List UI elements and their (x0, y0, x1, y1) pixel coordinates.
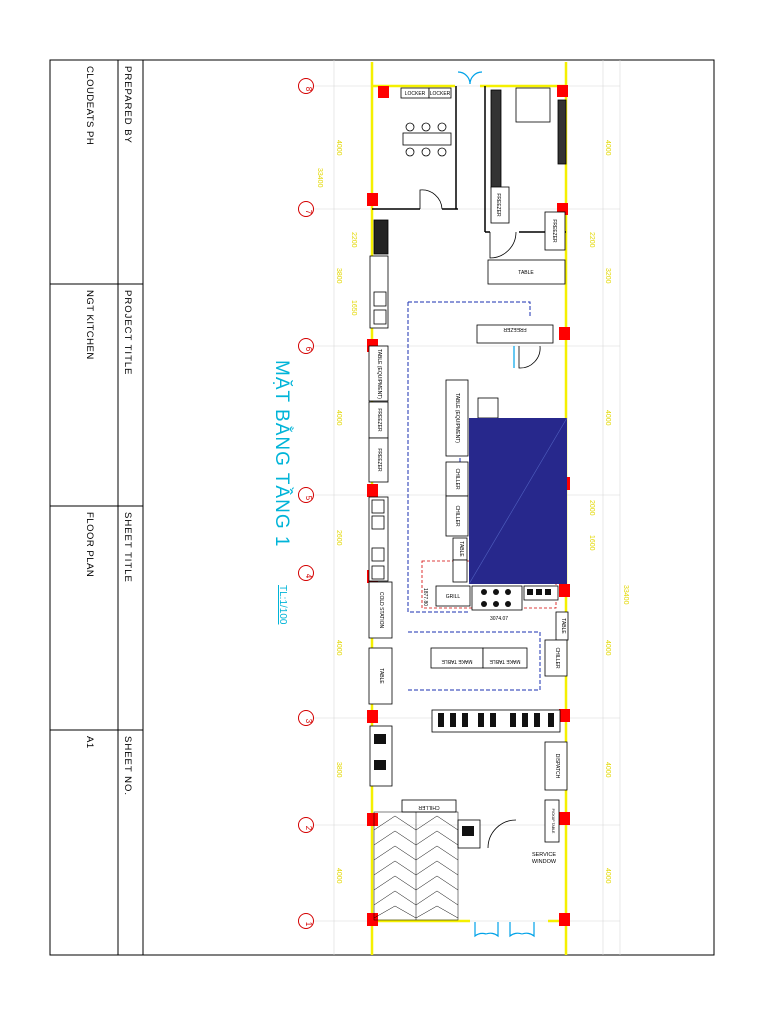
grid-label-3: 3 (304, 719, 313, 724)
label-chiller-1: CHILLER (454, 468, 460, 490)
dim-left-2: 2200 (350, 232, 357, 248)
label-freezer-right: FREEZER (551, 219, 557, 243)
make-table-2 (482, 647, 528, 669)
label-freezer-left-1: FREEZER (376, 408, 382, 432)
freezer-left-2 (368, 437, 389, 483)
dim-right-5: 2000 (588, 500, 595, 516)
locker-2 (428, 87, 452, 99)
label-table-top: TABLE (518, 270, 534, 276)
chair (405, 122, 415, 132)
basin (371, 515, 385, 530)
wall-shelf (557, 99, 567, 165)
label-table-right: TABLE (560, 618, 566, 634)
grill (435, 585, 471, 607)
note-grill-width: 3074.07 (490, 616, 508, 622)
chair (437, 122, 447, 132)
dim-left-4: 4000 (335, 410, 342, 426)
label-freezer-top: FREEZER (495, 193, 501, 217)
dim-right-total: 33400 (622, 585, 629, 605)
dim-right-4: 4000 (604, 410, 611, 426)
dim-left-8: 4000 (335, 868, 342, 884)
table-equipment-center (445, 379, 469, 457)
chair (437, 147, 447, 157)
cold-station (368, 581, 393, 639)
small-box (452, 559, 468, 583)
dim-left-3: 3800 (335, 268, 342, 284)
label-chiller-2: CHILLER (454, 505, 460, 527)
dim-left-5: 2600 (335, 530, 342, 546)
label-pickup-table: PICKUP TABLE (551, 809, 555, 834)
grid-label-1: 1 (304, 922, 313, 927)
basin (371, 499, 385, 514)
basin (373, 291, 387, 307)
door-swings (419, 189, 541, 849)
chiller-2 (445, 495, 469, 537)
dim-right-8: 4000 (604, 762, 611, 778)
label-freezer-left-2: FREEZER (376, 448, 382, 472)
dispatch (544, 741, 568, 791)
grid-label-5: 5 (304, 496, 313, 501)
label-freezer-mid: FREEZER (503, 326, 527, 332)
chair (421, 122, 431, 132)
label-make-table-2: MAKE TABLE (489, 658, 521, 664)
chair (421, 147, 431, 157)
table-equipment-left (368, 345, 389, 402)
dim-right-6: 1600 (588, 535, 595, 551)
left-dark-unit (373, 219, 389, 255)
label-table-left-bottom: TABLE (378, 668, 384, 684)
label-table-small: TABLE (458, 541, 464, 557)
dim-right-1: 4000 (604, 140, 611, 156)
grid-label-6: 6 (304, 347, 313, 352)
freezer-right (544, 211, 566, 251)
dim-right-2: 2200 (588, 232, 595, 248)
label-dispatch: DISPATCH (554, 754, 560, 779)
label-chiller-bottom: CHILLER (418, 804, 440, 810)
table-left-bottom (368, 647, 393, 705)
dim-right-7: 4000 (604, 640, 611, 656)
label-table-equipment-left: TABLE (EQUIPMENT) (376, 349, 382, 399)
grid-bubbles (298, 78, 314, 929)
table-top (487, 259, 566, 285)
title-block-frame (49, 59, 715, 956)
make-table-1 (430, 647, 484, 669)
grid-label-2: 2 (304, 826, 313, 831)
grid-label-7: 7 (304, 210, 313, 215)
freezer-top (490, 186, 510, 224)
label-locker-2: LOCKER (430, 91, 451, 97)
dim-left-6: 4000 (335, 640, 342, 656)
entrance-doors (457, 71, 535, 938)
freezer-mid (476, 324, 554, 344)
label-locker-1: LOCKER (405, 91, 426, 97)
basin (371, 547, 385, 562)
equipment-box (477, 397, 499, 419)
label-table-equipment-center: TABLE (EQUIPMENT) (454, 393, 460, 443)
basin (371, 565, 385, 580)
grid-label-4: 4 (304, 574, 313, 579)
label-make-table-1: MAKE TABLE (441, 658, 473, 664)
sink-unit (515, 87, 551, 123)
grid-label-8: 8 (304, 87, 313, 92)
dim-left-total: 33400 (316, 168, 323, 188)
label-cold-station: COLD STATION (378, 592, 384, 629)
dim-left-9: 1650 (350, 300, 357, 316)
dim-left-7: 3800 (335, 762, 342, 778)
label-service-window: SERVICE WINDOW (531, 852, 557, 865)
interior-walls (372, 86, 566, 233)
staff-table (402, 132, 452, 146)
note-grill-depth: 1877.80 (422, 588, 428, 606)
dim-right-3: 3200 (604, 268, 611, 284)
basin (373, 309, 387, 325)
label-chiller-right: CHILLER (554, 647, 560, 669)
dim-left-1: 4000 (335, 140, 342, 156)
chair (405, 147, 415, 157)
shelving-rack (490, 89, 502, 189)
label-grill: GRILL (446, 594, 461, 600)
pickup-table (544, 799, 560, 843)
staircase (373, 811, 459, 921)
dim-right-9: 4000 (604, 868, 611, 884)
chiller-right (544, 639, 568, 677)
